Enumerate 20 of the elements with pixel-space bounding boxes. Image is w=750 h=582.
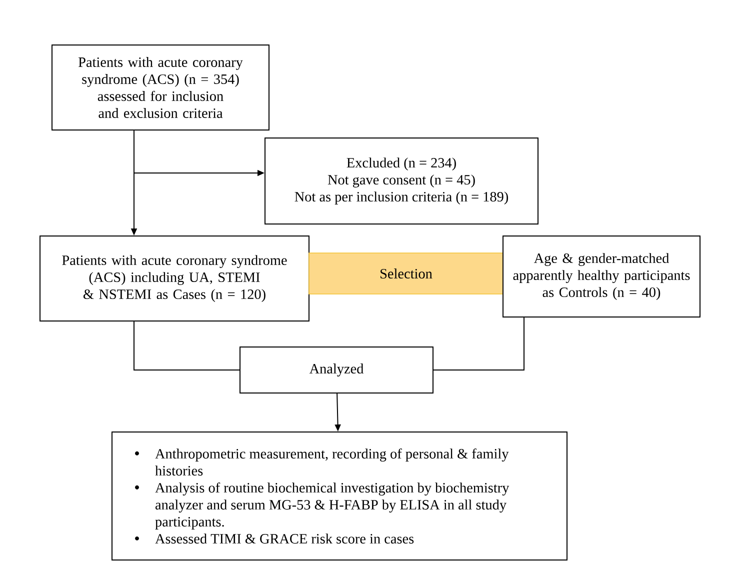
process-box <box>240 346 434 394</box>
box-text: Patients with acute coronary syndrome (ACS) (n = 354) assessed for inclusion and exclusion criteria <box>78 57 243 118</box>
box-text: Age & gender-matched apparently healthy participants as Controls (n = 40) <box>513 253 690 300</box>
process-box <box>40 236 310 322</box>
list-item: Anthropometric measurement, recording of personal & family histories <box>155 448 509 476</box>
list-item: Assessed TIMI & GRACE risk score in cases <box>155 534 414 544</box>
box-text: Analyzed <box>309 364 364 376</box>
box-text: Patients with acute coronary syndrome (ACS) including UA, STEMI & NSTEMI as Cases (n = 120) <box>62 255 287 302</box>
band-text: Selection <box>380 268 432 278</box>
box-text: Not gave consent (n = 45) <box>328 174 475 188</box>
selection-band <box>308 252 504 294</box>
connector-line <box>134 321 240 370</box>
box-text: Not as per inclusion criteria (n = 189) <box>294 192 508 204</box>
connector-line <box>433 317 524 370</box>
process-box <box>264 138 538 224</box>
process-box <box>52 44 270 130</box>
process-box <box>502 236 700 318</box>
list-item: Analysis of routine biochemical investigation by biochemistry analyzer and serum MG-53 & H-FABP by ELISA in all study participants. <box>155 482 510 530</box>
process-box <box>112 432 568 560</box>
box-text: Excluded (n = 234) <box>346 158 456 170</box>
